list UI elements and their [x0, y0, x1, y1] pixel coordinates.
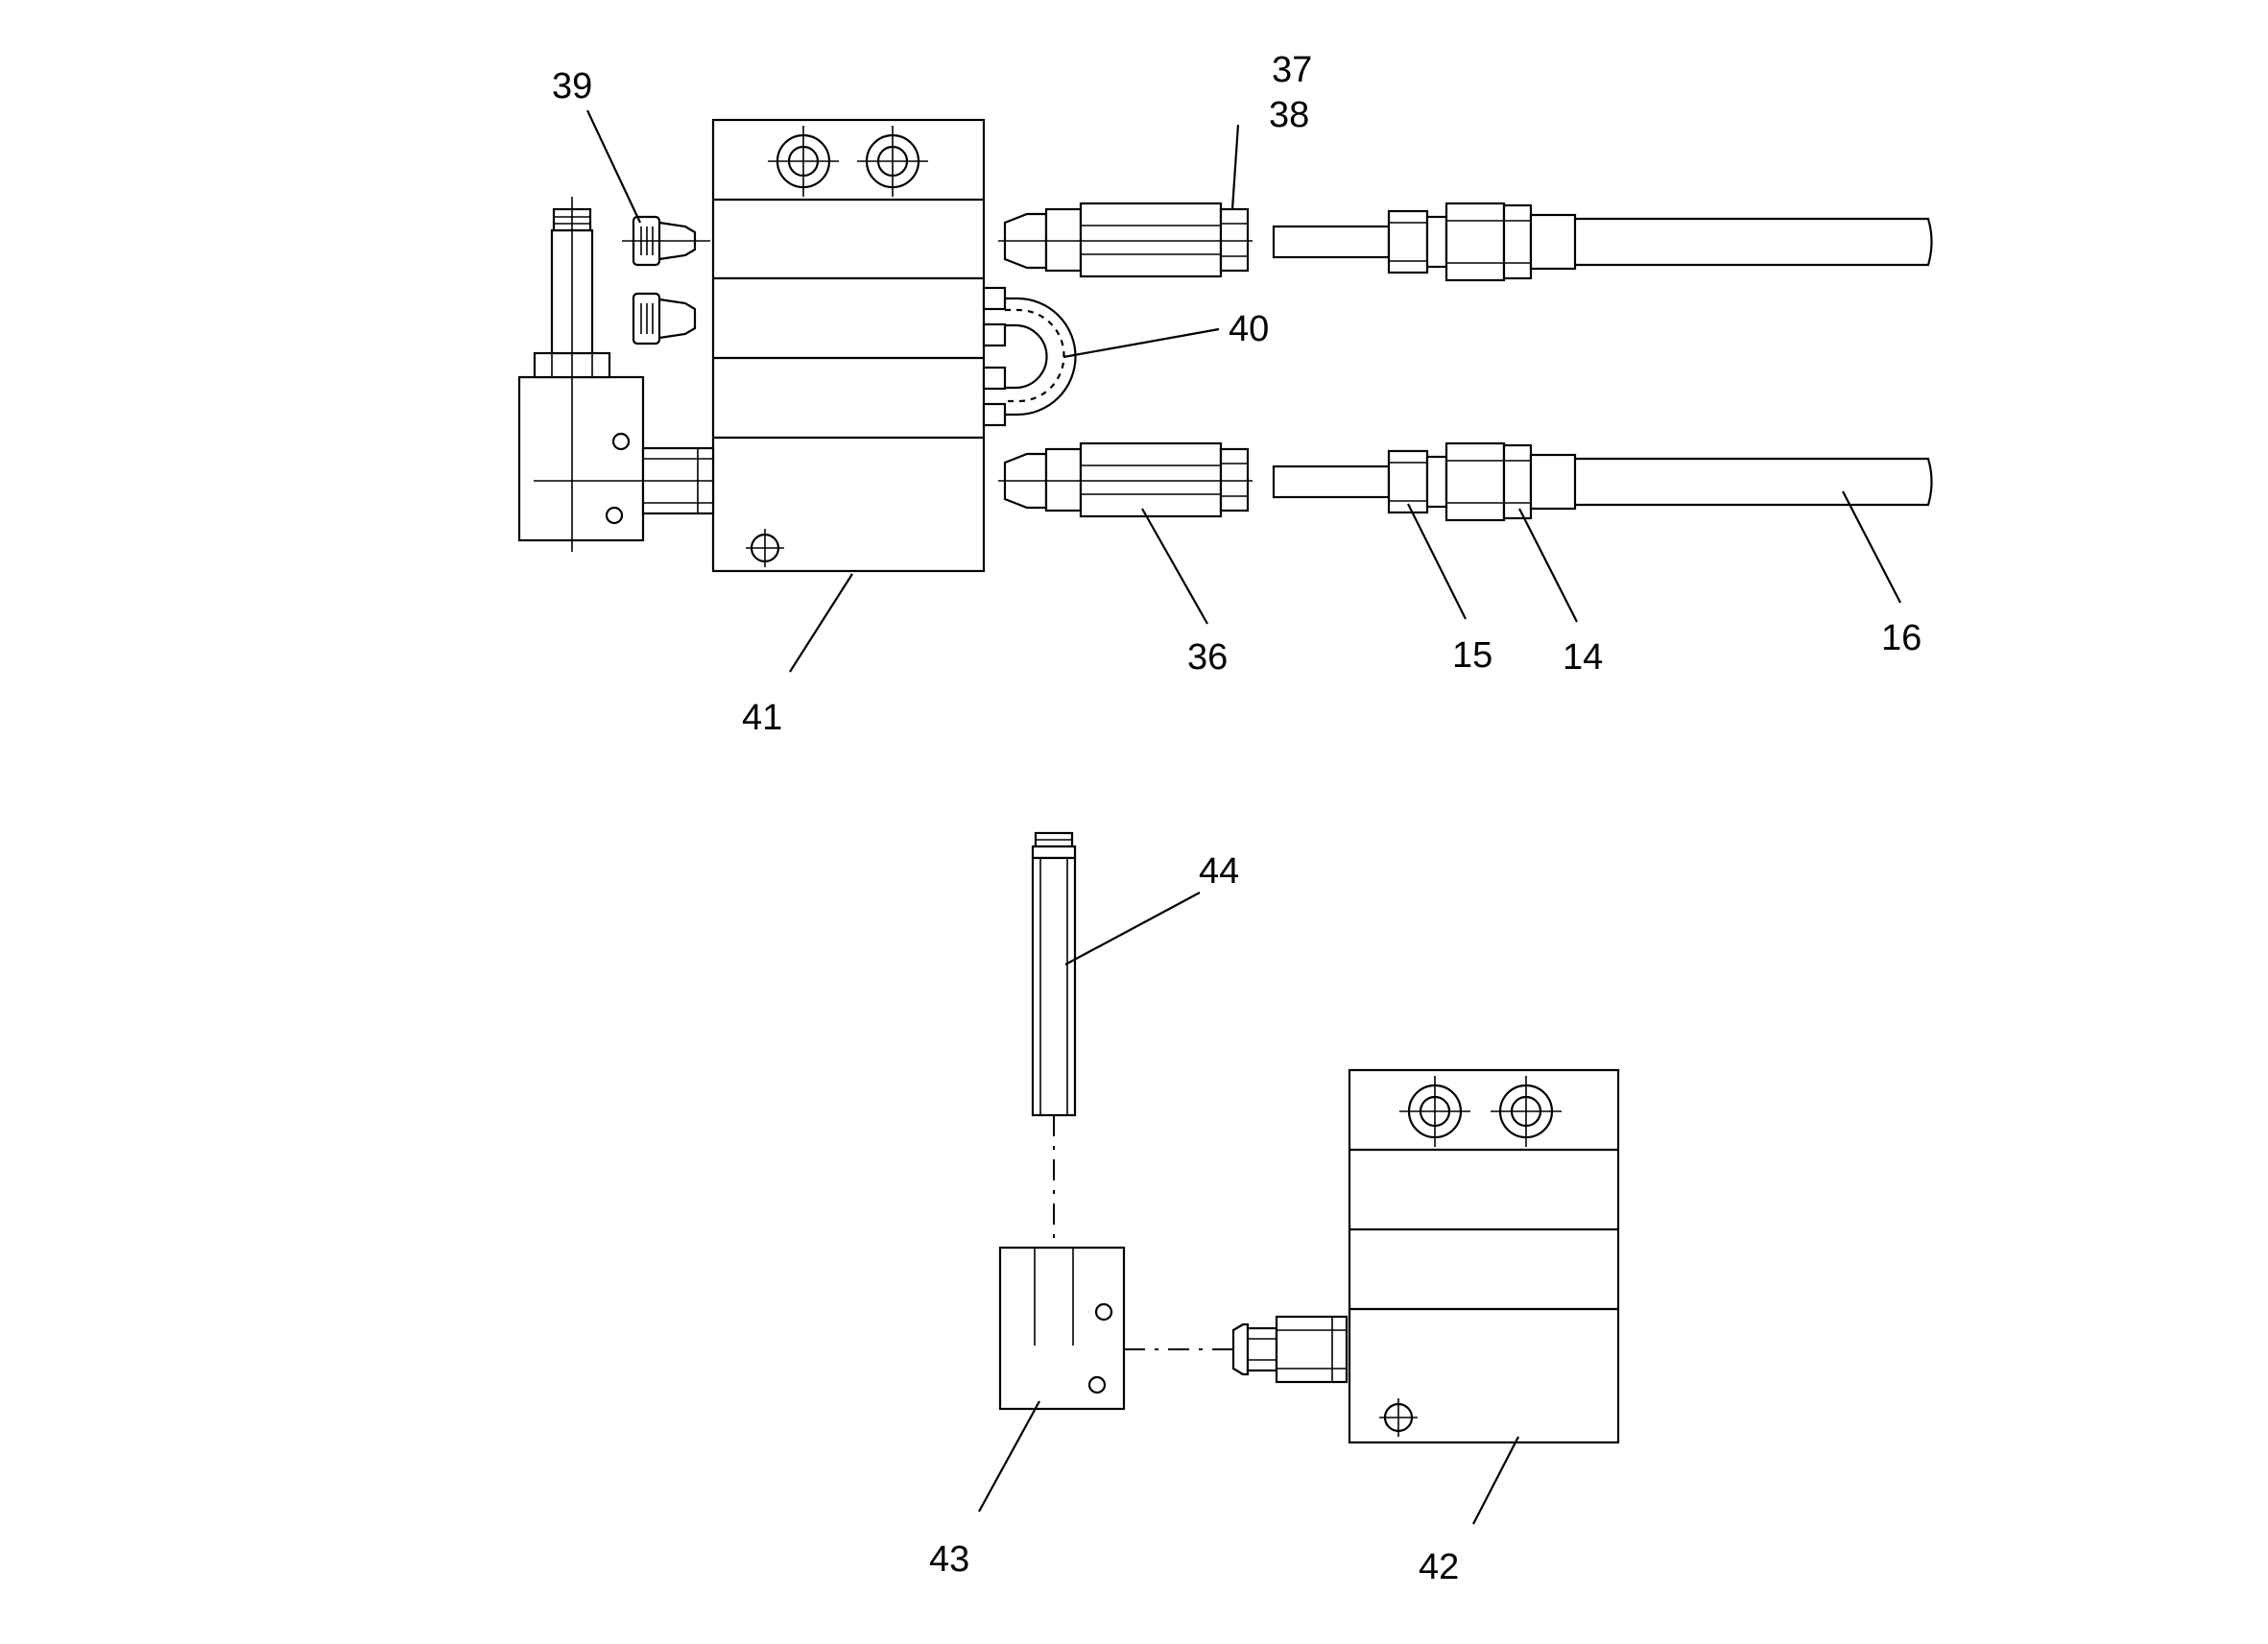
hose-assembly-upper	[1272, 202, 1933, 282]
callout-44: 44	[1199, 851, 1239, 892]
bolt-head-icon	[1399, 1076, 1470, 1147]
callout-41: 41	[742, 698, 782, 738]
leader-lines-bottom	[978, 892, 1519, 1525]
sensor-body-43	[998, 1246, 1126, 1411]
hole-marker-icon	[1379, 1398, 1418, 1437]
leader-lines-top	[586, 109, 1901, 673]
callout-38: 38	[1269, 95, 1309, 135]
hole-marker-icon	[746, 529, 784, 567]
callout-40: 40	[1229, 309, 1269, 349]
jumper-tube-40	[982, 286, 1077, 427]
bolt-head-icon	[768, 126, 839, 197]
port-fitting	[1231, 1315, 1349, 1384]
callout-36: 36	[1187, 637, 1228, 678]
pressure-switch	[517, 197, 715, 552]
callout-39: 39	[552, 66, 592, 107]
callout-16: 16	[1881, 618, 1922, 658]
callout-37: 37	[1272, 50, 1312, 90]
connector-37-38	[998, 202, 1253, 278]
callout-14: 14	[1563, 637, 1603, 678]
hose-assembly-lower	[1272, 441, 1933, 522]
callout-15: 15	[1452, 635, 1492, 676]
callout-43: 43	[929, 1539, 969, 1580]
plug-39	[622, 215, 710, 267]
probe-44	[1031, 831, 1077, 1117]
plug-39	[632, 292, 697, 345]
callout-42: 42	[1419, 1547, 1459, 1587]
manifold-block-42	[1348, 1068, 1620, 1444]
bolt-head-icon	[857, 126, 928, 197]
bolt-head-icon	[1491, 1076, 1562, 1147]
manifold-block-41	[711, 118, 986, 573]
connector-36	[998, 441, 1253, 518]
